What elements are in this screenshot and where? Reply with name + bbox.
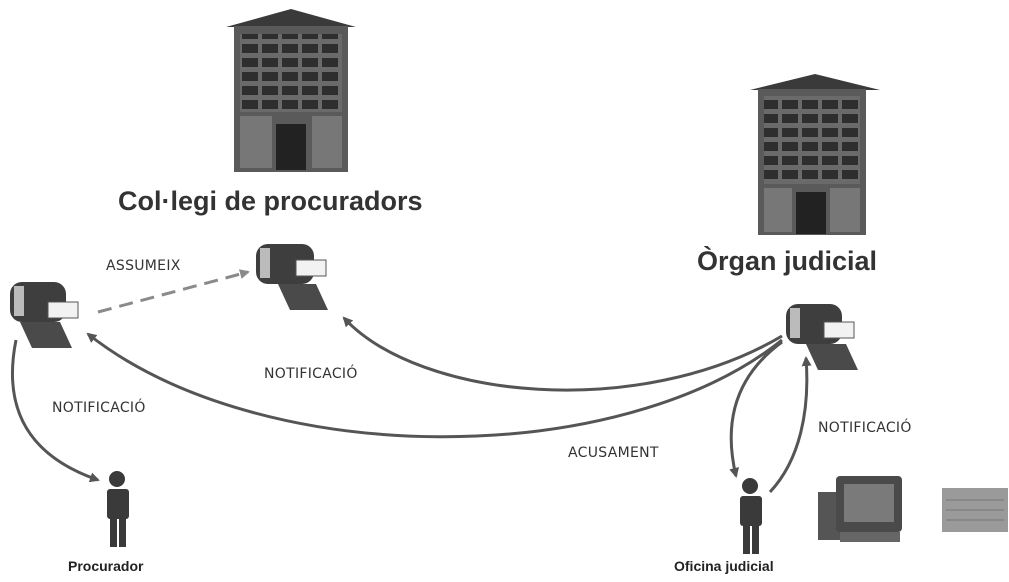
organ-to-procurador-arrow <box>86 332 783 439</box>
notificacio-right-label: NOTIFICACIÓ <box>818 420 912 436</box>
notificacio-left-label: NOTIFICACIÓ <box>52 400 146 416</box>
mailbox-to-procurador-arrow <box>10 339 100 483</box>
computer-icon <box>818 476 902 542</box>
assumeix-arrow <box>97 269 250 314</box>
notificacio-center-label: NOTIFICACIÓ <box>264 366 358 382</box>
organ-to-college-arrow <box>342 316 783 392</box>
organ-building-icon <box>750 74 880 235</box>
oficina-label: Oficina judicial <box>674 558 774 574</box>
organ-title: Òrgan judicial <box>697 246 878 276</box>
oficina-person-icon <box>740 478 762 554</box>
college-title: Col·legi de procuradors <box>118 186 423 216</box>
acusament-label: ACUSAMENT <box>568 445 659 461</box>
assumeix-label: ASSUMEIX <box>106 258 181 274</box>
organ-mailbox-icon <box>786 304 858 370</box>
college-mailbox-icon <box>256 244 328 310</box>
college-building-icon <box>226 9 356 172</box>
procurador-person-icon <box>107 471 129 547</box>
keyboard-icon <box>942 488 1008 532</box>
oficina-to-organ-arrow <box>768 356 812 494</box>
organ-to-oficina-arrow <box>729 340 783 478</box>
procurador-label: Procurador <box>68 558 144 574</box>
procurador-mailbox-icon <box>10 282 79 348</box>
